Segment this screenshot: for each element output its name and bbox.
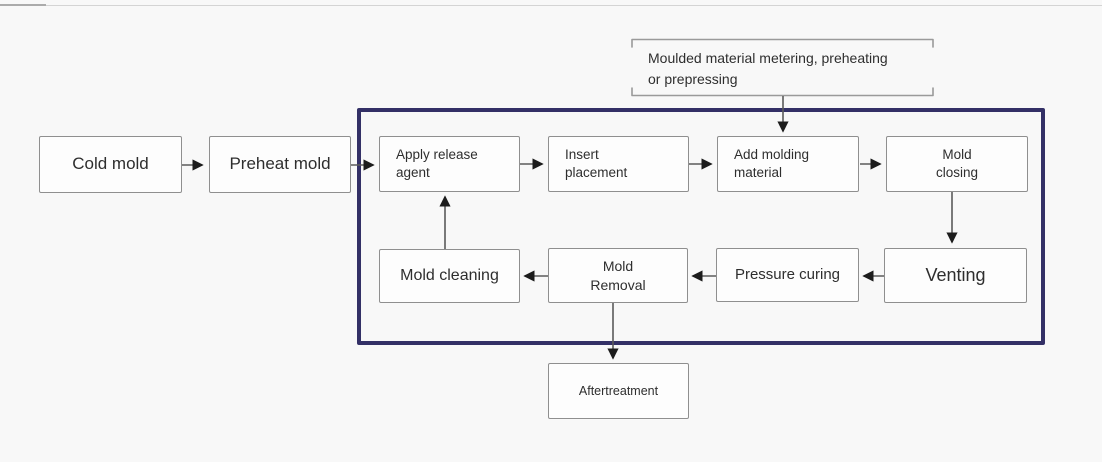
node-add-molding-material: Add molding material bbox=[717, 136, 859, 192]
node-preheat-mold: Preheat mold bbox=[209, 136, 351, 193]
node-cold-mold: Cold mold bbox=[39, 136, 182, 193]
in-mold-process-frame bbox=[357, 108, 1045, 345]
node-venting: Venting bbox=[884, 248, 1027, 303]
node-mold-cleaning: Mold cleaning bbox=[379, 249, 520, 303]
top-divider-accent bbox=[0, 4, 46, 6]
node-pressure-curing: Pressure curing bbox=[716, 248, 859, 302]
node-aftertreatment: Aftertreatment bbox=[548, 363, 689, 419]
top-divider-line bbox=[0, 5, 1102, 6]
node-mold-closing: Mold closing bbox=[886, 136, 1028, 192]
node-insert-placement: Insert placement bbox=[548, 136, 689, 192]
annotation-label: Moulded material metering, preheating or… bbox=[648, 50, 888, 87]
node-apply-release-agent: Apply release agent bbox=[379, 136, 520, 192]
node-mold-removal: Mold Removal bbox=[548, 248, 688, 303]
